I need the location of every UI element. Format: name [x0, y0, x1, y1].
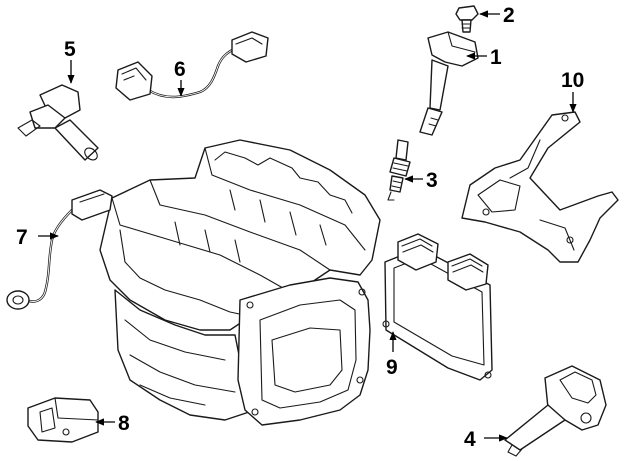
leader-lines — [38, 10, 577, 442]
sensor-module — [27, 397, 99, 443]
callout-8: 8 — [118, 412, 130, 435]
bolt — [455, 5, 479, 33]
spark-plug — [387, 139, 411, 201]
wiring-harness — [115, 31, 269, 101]
ecm-mounting-bracket — [461, 111, 619, 263]
callout-5: 5 — [64, 38, 76, 61]
callout-7: 7 — [16, 226, 28, 249]
knock-sensor — [6, 189, 113, 310]
camshaft-position-sensor — [504, 365, 607, 457]
callout-3: 3 — [426, 169, 438, 192]
callout-2: 2 — [503, 4, 515, 27]
callout-9: 9 — [386, 356, 398, 379]
callout-10: 10 — [561, 69, 584, 92]
ignition-coil — [419, 31, 479, 136]
callout-labels: 1 2 3 4 5 6 7 8 9 10 — [16, 4, 584, 451]
engine-control-module — [382, 233, 493, 381]
engine-block-illustration — [99, 139, 381, 426]
callout-6: 6 — [174, 58, 186, 81]
callout-1: 1 — [490, 46, 502, 69]
callout-4: 4 — [464, 428, 476, 451]
crankshaft-position-sensor — [17, 84, 99, 161]
